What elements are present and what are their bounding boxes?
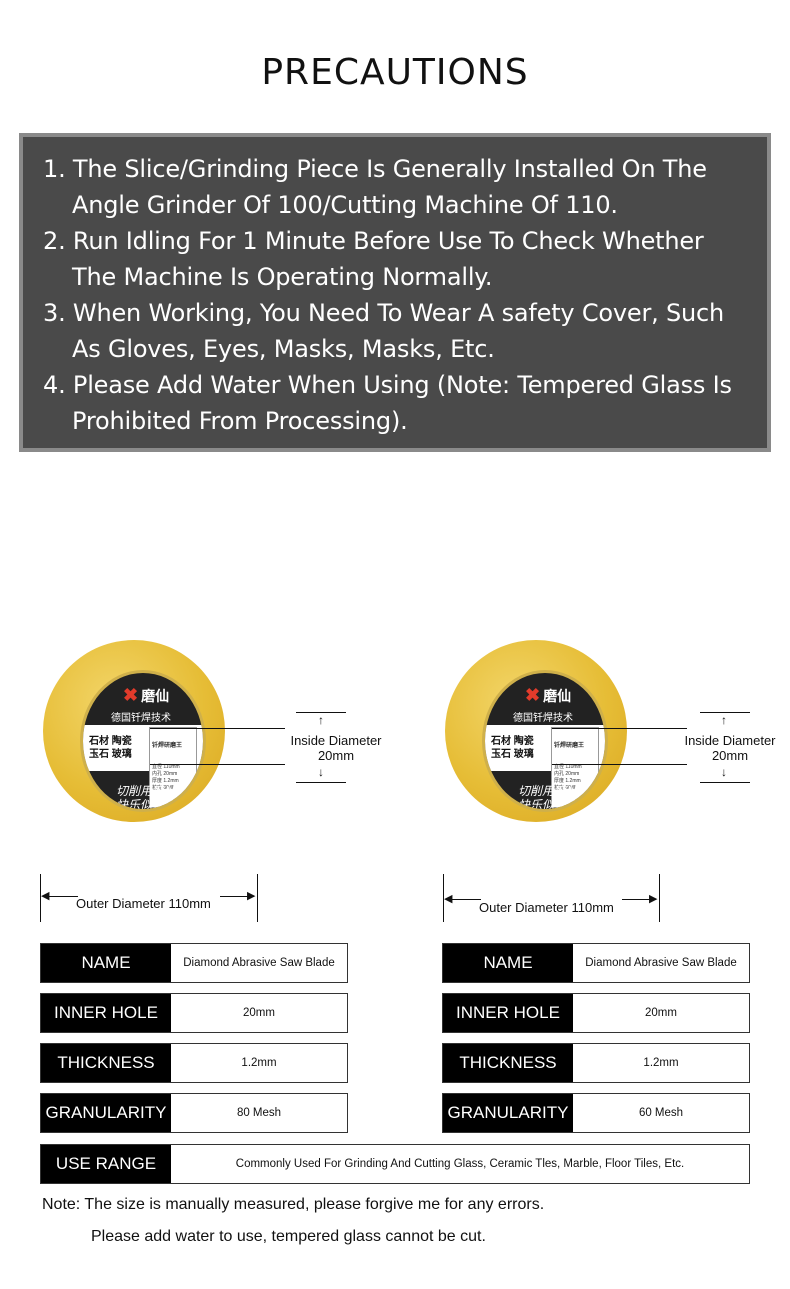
spec-key: INNER HOLE	[41, 994, 171, 1032]
mini-spec-body: 直径 110mm 内孔 20mm 厚度 1.2mm 粒度 80目	[152, 764, 180, 791]
material-text: 石材 陶瓷 玉石 玻璃	[89, 736, 132, 760]
inside-diameter-value: 20mm	[711, 748, 749, 763]
script-line-1: 切削用磨仙	[115, 784, 176, 798]
outer-right-tick	[659, 874, 660, 922]
use-range-row: USE RANGE Commonly Used For Grinding And…	[40, 1144, 750, 1184]
brand-name: 磨仙	[543, 688, 572, 704]
outer-line-left	[447, 899, 481, 900]
outer-diameter-label: Outer Diameter 110mm	[76, 896, 211, 911]
outer-line-right	[220, 896, 254, 897]
spec-key: THICKNESS	[41, 1044, 171, 1082]
blade-label: ✖磨仙 德国钎焊技术 石材 陶瓷 玉石 玻璃 钎焊研磨王 直径 110mm 内孔…	[80, 670, 206, 812]
outer-diameter-label: Outer Diameter 110mm	[479, 900, 614, 915]
inside-diameter-value: 20mm	[317, 748, 355, 763]
outer-left-tick	[443, 874, 444, 922]
arrow-left-icon: ◀	[444, 893, 453, 905]
inner-bottom-line	[150, 764, 285, 765]
outer-line-left	[44, 896, 78, 897]
inside-diameter-label: Inside Diameter 20mm	[282, 733, 390, 763]
spec-row-inner-hole: INNER HOLE 20mm	[40, 993, 348, 1033]
spec-key: GRANULARITY	[41, 1094, 171, 1132]
arrow-down-icon: ↓	[318, 765, 324, 779]
use-range-value: Commonly Used For Grinding And Cutting G…	[235, 1158, 685, 1170]
script-line-1: 切削用磨仙	[517, 784, 578, 798]
precaution-item: 3. When Working, You Need To Wear A safe…	[43, 299, 725, 363]
inner-bottom-line	[552, 764, 687, 765]
precaution-item: 2. Run Idling For 1 Minute Before Use To…	[43, 227, 704, 291]
mini-spec-card: 钎焊研磨王 直径 110mm 内孔 20mm 厚度 1.2mm 粒度 60目	[551, 727, 599, 808]
precaution-item: 1. The Slice/Grinding Piece Is Generally…	[43, 155, 707, 219]
outer-right-tick	[257, 874, 258, 922]
arrow-left-icon: ◀	[41, 890, 50, 902]
arrow-down-icon: ↓	[721, 765, 727, 779]
brand-mark-icon: ✖	[525, 685, 541, 705]
spec-value: 1.2mm	[241, 1057, 277, 1069]
inside-diameter-label: Inside Diameter 20mm	[676, 733, 784, 763]
inner-top-tick	[296, 712, 346, 713]
spec-row-inner-hole: INNER HOLE 20mm	[442, 993, 750, 1033]
outer-left-tick	[40, 874, 41, 922]
material-text: 石材 陶瓷 玉石 玻璃	[491, 736, 534, 760]
use-range-key: USE RANGE	[41, 1145, 171, 1183]
arrow-right-icon: ▶	[247, 890, 256, 902]
mini-spec-title: 钎焊研磨王	[554, 743, 585, 749]
page-title: PRECAUTIONS	[261, 52, 529, 93]
spec-value: 1.2mm	[643, 1057, 679, 1069]
arrow-right-icon: ▶	[649, 893, 658, 905]
inner-bottom-tick	[700, 782, 750, 783]
spec-value: Diamond Abrasive Saw Blade	[183, 957, 335, 969]
brand-logo: ✖磨仙	[525, 685, 571, 706]
spec-value: 60 Mesh	[638, 1107, 684, 1119]
spec-key: NAME	[443, 944, 573, 982]
inner-top-tick	[700, 712, 750, 713]
script-line-2: 快乐似神山	[115, 798, 176, 812]
spec-row-thickness: THICKNESS 1.2mm	[40, 1043, 348, 1083]
spec-row-granularity: GRANULARITY 60 Mesh	[442, 1093, 750, 1133]
note-line-1: Note: The size is manually measured, ple…	[42, 1196, 545, 1213]
mini-spec-body: 直径 110mm 内孔 20mm 厚度 1.2mm 粒度 60目	[554, 764, 582, 791]
inner-top-line	[552, 728, 687, 729]
precaution-item: 4. Please Add Water When Using (Note: Te…	[43, 371, 732, 435]
spec-value: 80 Mesh	[236, 1107, 282, 1119]
mini-spec-card: 钎焊研磨王 直径 110mm 内孔 20mm 厚度 1.2mm 粒度 80目	[149, 727, 197, 808]
precautions-list: 1. The Slice/Grinding Piece Is Generally…	[43, 151, 747, 439]
arrow-up-icon: ↑	[721, 713, 727, 727]
note-line-2: Please add water to use, tempered glass …	[91, 1228, 486, 1245]
brand-mark-icon: ✖	[123, 685, 139, 705]
spec-row-granularity: GRANULARITY 80 Mesh	[40, 1093, 348, 1133]
spec-key: INNER HOLE	[443, 994, 573, 1032]
inner-bottom-tick	[296, 782, 346, 783]
precautions-panel: 1. The Slice/Grinding Piece Is Generally…	[19, 133, 771, 452]
mini-spec-title: 钎焊研磨王	[152, 743, 183, 749]
inner-top-line	[150, 728, 285, 729]
spec-key: NAME	[41, 944, 171, 982]
brand-subtitle: 德国钎焊技术	[513, 713, 573, 724]
spec-row-name: NAME Diamond Abrasive Saw Blade	[40, 943, 348, 983]
spec-value: Diamond Abrasive Saw Blade	[585, 957, 737, 969]
outer-line-right	[622, 899, 656, 900]
spec-value: 20mm	[243, 1007, 275, 1019]
spec-key: THICKNESS	[443, 1044, 573, 1082]
spec-value: 20mm	[645, 1007, 677, 1019]
spec-key: GRANULARITY	[443, 1094, 573, 1132]
brand-subtitle: 德国钎焊技术	[111, 713, 171, 724]
spec-row-name: NAME Diamond Abrasive Saw Blade	[442, 943, 750, 983]
spec-row-thickness: THICKNESS 1.2mm	[442, 1043, 750, 1083]
blade-label: ✖磨仙 德国钎焊技术 石材 陶瓷 玉石 玻璃 钎焊研磨王 直径 110mm 内孔…	[482, 670, 608, 812]
brand-name: 磨仙	[141, 688, 170, 704]
arrow-up-icon: ↑	[318, 713, 324, 727]
inside-diameter-title: Inside Diameter	[684, 733, 776, 748]
brand-logo: ✖磨仙	[123, 685, 169, 706]
script-line-2: 快乐似神山	[517, 798, 578, 812]
inside-diameter-title: Inside Diameter	[290, 733, 382, 748]
